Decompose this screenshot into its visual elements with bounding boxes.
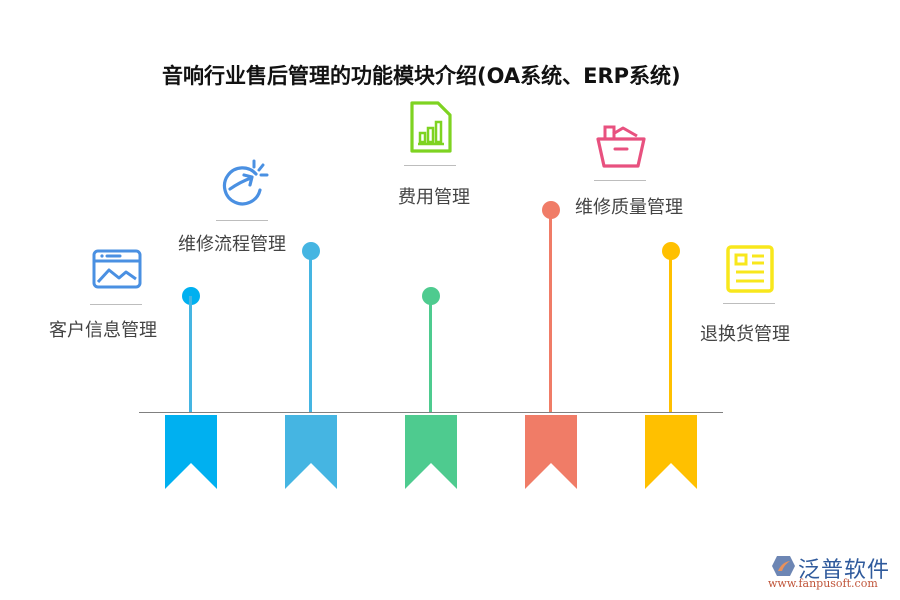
module-label: 维修质量管理 bbox=[575, 197, 683, 218]
basket-icon bbox=[596, 125, 646, 168]
brand-url: www.fanpusoft.com bbox=[768, 577, 878, 590]
brand-mark-icon bbox=[772, 556, 795, 576]
module-stem bbox=[429, 296, 432, 412]
module-flag bbox=[285, 415, 337, 489]
module-divider bbox=[404, 165, 456, 166]
newspaper-icon bbox=[726, 245, 774, 293]
image-card-icon bbox=[92, 249, 142, 289]
progress-arrow-icon bbox=[222, 159, 269, 206]
baseline-divider bbox=[139, 412, 723, 413]
module-flag bbox=[525, 415, 577, 489]
module-divider bbox=[723, 303, 775, 304]
module-flag bbox=[165, 415, 217, 489]
module-label: 退换货管理 bbox=[700, 324, 790, 345]
module-stem bbox=[669, 251, 672, 412]
module-divider bbox=[90, 304, 142, 305]
module-divider bbox=[594, 180, 646, 181]
module-stem bbox=[189, 296, 192, 412]
brand-logo: 泛普软件 www.fanpusoft.com bbox=[768, 552, 898, 592]
module-stem bbox=[309, 251, 312, 412]
module-flag bbox=[405, 415, 457, 489]
module-stem bbox=[549, 210, 552, 412]
module-label: 费用管理 bbox=[398, 187, 470, 208]
module-label: 维修流程管理 bbox=[178, 234, 286, 255]
module-label: 客户信息管理 bbox=[49, 320, 157, 341]
brand-name: 泛普软件 bbox=[798, 558, 891, 583]
module-flag bbox=[645, 415, 697, 489]
document-chart-icon bbox=[410, 101, 452, 153]
diagram-title: 音响行业售后管理的功能模块介绍(OA系统、ERP系统) bbox=[162, 64, 681, 88]
module-divider bbox=[216, 220, 268, 221]
